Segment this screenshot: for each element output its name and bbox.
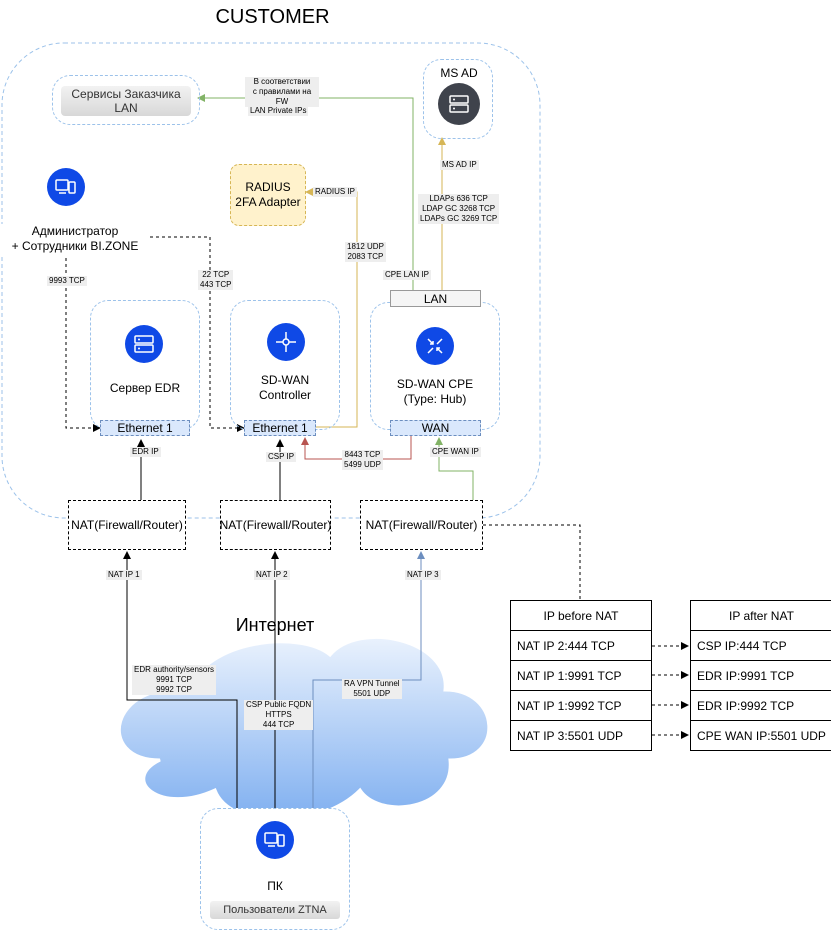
- edge-label-22-443: 22 TCP 443 TCP: [198, 270, 234, 290]
- cpe-wan-interface: WAN: [390, 420, 481, 436]
- nat-before-header: IP before NAT: [510, 600, 652, 631]
- nat-box-2: NAT(Firewall/Router): [220, 500, 331, 550]
- devices-icon: [256, 821, 294, 859]
- edr-label: Сервер EDR: [109, 381, 181, 395]
- nat-before-cell: NAT IP 3:5501 UDP: [510, 720, 652, 751]
- sdwan-cpe-label: SD-WAN CPE (Type: Hub): [396, 377, 474, 406]
- internet-label: Интернет: [235, 615, 315, 635]
- link-admin-to-edr: [65, 258, 101, 432]
- link-nat3-to-table: [483, 524, 581, 600]
- customer-title: CUSTOMER: [215, 6, 330, 28]
- edge-label-nat-ip-1: NAT IP 1: [106, 570, 142, 580]
- edge-label-edr-ip: EDR IP: [130, 447, 161, 457]
- edge-label-edr-sensors: EDR authority/sensors 9991 TCP 9992 TCP: [132, 665, 217, 695]
- sdwan-controller-box: SD-WAN Controller: [230, 300, 340, 430]
- edr-interface: Ethernet 1: [100, 420, 190, 436]
- nat-after-table: IP after NAT CSP IP:444 TCP EDR IP:9991 …: [690, 600, 831, 751]
- cpe-lan-interface: LAN: [390, 290, 481, 307]
- nat-before-cell: NAT IP 1:9992 TCP: [510, 690, 652, 721]
- server-icon: [125, 325, 163, 363]
- network-hub-icon: [267, 323, 305, 361]
- services-box: Сервисы Заказчика LAN: [52, 75, 200, 125]
- devices-icon: [47, 168, 85, 206]
- edge-label-lan-private: LAN Private IPs: [248, 106, 309, 116]
- nat-before-table: IP before NAT NAT IP 2:444 TCP NAT IP 1:…: [510, 600, 652, 751]
- nat-after-header: IP after NAT: [690, 600, 831, 631]
- link-admin-to-ctrl: [150, 236, 245, 432]
- arrows-icon: [416, 327, 454, 365]
- nat-box-1: NAT(Firewall/Router): [68, 500, 186, 550]
- edge-label-8443: 8443 TCP 5499 UDP: [342, 450, 383, 470]
- edge-label-9993: 9993 TCP: [47, 276, 87, 286]
- edge-label-cpe-lan-ip: CPE LAN IP: [383, 270, 432, 280]
- edge-label-nat-ip-3: NAT IP 3: [405, 570, 441, 580]
- sdwan-cpe-box: SD-WAN CPE (Type: Hub): [370, 302, 500, 430]
- edge-label-csp-fqdn: CSP Public FQDN HTTPS 444 TCP: [244, 700, 314, 730]
- edge-label-fw-rules: В соответствии с правилами на FW: [245, 77, 319, 107]
- edge-label-1812: 1812 UDP 2083 TCP: [345, 242, 386, 262]
- pc-box: ПК Пользователи ZTNA: [200, 808, 350, 930]
- controller-interface: Ethernet 1: [244, 420, 316, 436]
- nat-after-cell: CSP IP:444 TCP: [690, 630, 831, 661]
- customer-zone: [1, 42, 541, 519]
- admin-label: Администратор + Сотрудники BI.ZONE: [0, 224, 150, 254]
- edge-label-nat-ip-2: NAT IP 2: [254, 570, 290, 580]
- link-pc-to-nat1: [123, 551, 238, 808]
- msad-label: MS AD: [440, 66, 478, 80]
- nat-before-cell: NAT IP 1:9991 TCP: [510, 660, 652, 691]
- services-label: Сервисы Заказчика LAN: [61, 86, 191, 116]
- edge-label-ldaps: LDAPs 636 TCP LDAP GC 3268 TCP LDAPs GC …: [418, 194, 500, 224]
- edge-label-msad-ip: MS AD IP: [440, 160, 479, 170]
- edge-label-csp-ip: CSP IP: [266, 452, 297, 462]
- edge-label-cpe-wan-ip: CPE WAN IP: [430, 447, 481, 457]
- nat-after-cell: EDR IP:9991 TCP: [690, 660, 831, 691]
- pc-label: ПК: [267, 879, 283, 893]
- server-icon: [438, 83, 480, 125]
- pc-badge: Пользователи ZTNA: [210, 901, 340, 919]
- radius-label: RADIUS 2FA Adapter: [235, 180, 301, 209]
- nat-after-cell: CPE WAN IP:5501 UDP: [690, 720, 831, 751]
- radius-box: RADIUS 2FA Adapter: [230, 164, 306, 226]
- edge-label-radius-ip: RADIUS IP: [313, 187, 358, 197]
- nat-before-cell: NAT IP 2:444 TCP: [510, 630, 652, 661]
- msad-box: MS AD: [423, 59, 493, 139]
- edge-label-ra-vpn: RA VPN Tunnel 5501 UDP: [342, 679, 402, 699]
- sdwan-controller-label: SD-WAN Controller: [258, 373, 312, 402]
- edr-box: Сервер EDR: [90, 300, 200, 430]
- nat-after-cell: EDR IP:9992 TCP: [690, 690, 831, 721]
- nat-box-3: NAT(Firewall/Router): [360, 500, 483, 550]
